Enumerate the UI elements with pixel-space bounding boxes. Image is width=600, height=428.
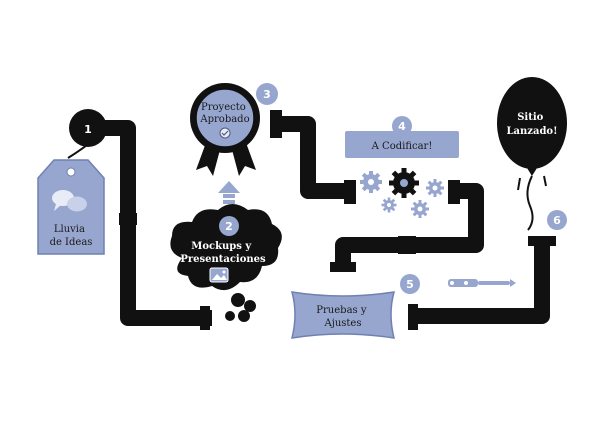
step-number: 1 <box>84 123 92 136</box>
gear-icon <box>360 171 382 193</box>
pipe-joint <box>528 236 556 246</box>
badge-inner <box>195 88 255 148</box>
step-2-label: Mockups y Presentaciones <box>180 241 266 265</box>
pipe-segment-4 <box>414 242 550 324</box>
cloud-shape <box>170 204 282 291</box>
step-5-badge <box>400 274 420 294</box>
chat-bubbles-icon <box>52 190 87 212</box>
motion-line <box>517 177 521 191</box>
pipe-joint <box>398 236 416 254</box>
tag-hole <box>66 167 76 177</box>
puff-small <box>231 293 245 307</box>
pipe-segment-3 <box>335 183 484 268</box>
step-4-banner <box>345 131 459 158</box>
step-1-label: Lluvia de Ideas <box>50 224 93 248</box>
step-2-mockups-cloud: Mockups y Presentaciones 2 <box>170 181 282 322</box>
step-number: 2 <box>225 220 233 233</box>
wrench-icon <box>448 279 516 287</box>
step-1-badge <box>69 109 107 147</box>
gears-icon <box>360 168 444 218</box>
step-5-testing-pillow: Pruebas y Ajustes 5 <box>290 274 516 339</box>
step-3-label: Proyecto Aprobado <box>199 102 249 125</box>
step-6-badge <box>547 210 567 230</box>
gear-icon <box>389 168 419 198</box>
step-4-coding: A Codificar! 4 <box>345 116 459 218</box>
step-number: 6 <box>553 214 561 227</box>
step-3-approved-badge: Proyecto Aprobado 3 <box>190 83 278 176</box>
approval-badge-icon <box>219 127 231 139</box>
step-6-launched-balloon: Sitio Lanzado! 6 <box>497 77 567 231</box>
step-number: 3 <box>263 88 271 101</box>
pipe-joint <box>270 110 282 138</box>
step-4-badge <box>392 116 412 136</box>
pipe-joint <box>448 180 460 204</box>
balloon-shape <box>497 77 567 169</box>
puff-small <box>225 311 235 321</box>
step-number: 5 <box>406 278 414 291</box>
step-1-idea-tag: 1 Lluvia de Ideas <box>37 109 107 255</box>
pillow-shape <box>290 291 396 339</box>
step-2-badge <box>219 216 239 236</box>
pipe-segment-2 <box>276 116 352 199</box>
pipe-joint <box>408 304 418 330</box>
step-6-label: Sitio Lanzado! <box>507 112 558 137</box>
motion-line <box>543 175 547 187</box>
step-3-badge <box>256 83 278 105</box>
balloon-knot <box>527 168 537 176</box>
pipe-joint <box>330 262 356 272</box>
tag-string <box>67 137 97 159</box>
step-4-label: A Codificar! <box>371 141 433 152</box>
pipeline <box>92 110 556 330</box>
pipe-joint <box>344 180 356 204</box>
puff-small <box>238 310 250 322</box>
pipe-joint <box>119 213 137 225</box>
step-number: 4 <box>398 120 406 133</box>
gear-icon <box>426 179 444 197</box>
gear-icon <box>381 197 397 213</box>
pipe-joint <box>200 306 210 330</box>
arrow-up-icon <box>218 181 240 204</box>
puff-small <box>244 300 256 312</box>
gear-icon <box>411 200 429 218</box>
image-icon <box>209 267 229 283</box>
balloon-string <box>526 175 534 231</box>
step-5-label: Pruebas y Ajustes <box>316 305 369 329</box>
